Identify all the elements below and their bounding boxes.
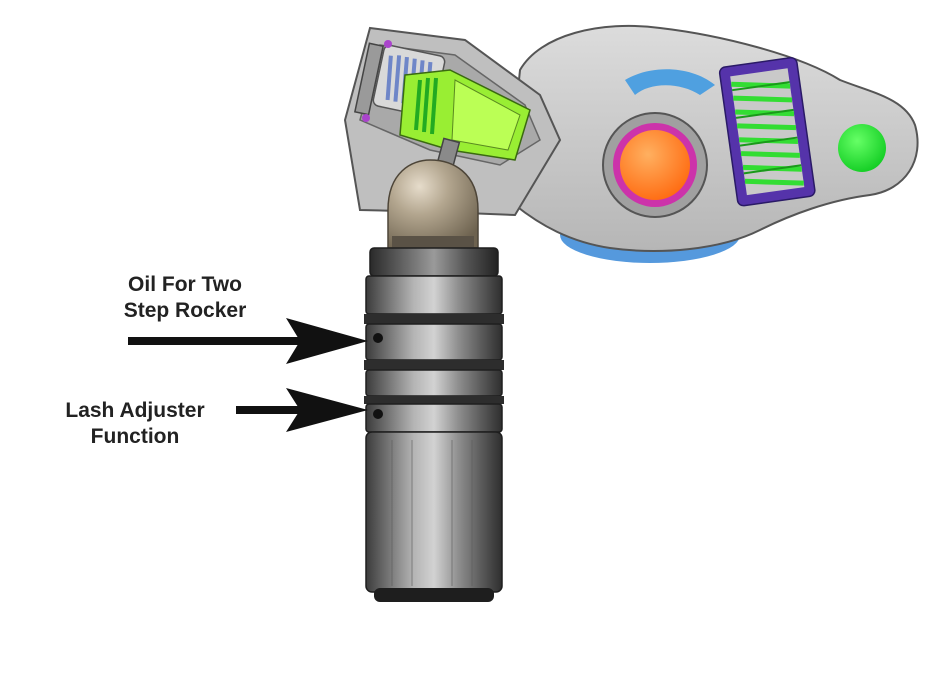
lash-adjuster [364,159,504,602]
lower-groove [364,396,504,404]
top-collar [369,247,499,277]
adjuster-lower-body [365,431,503,593]
lost-motion-spring [718,56,816,207]
rocker-arm [343,24,919,263]
latch-pin-green [399,69,531,161]
upper-band [365,275,503,315]
oil-hole-two-step [373,333,383,343]
arrow-right-icon [128,318,368,364]
latch-clip-top [384,40,392,48]
label-oil-line-2: Step Rocker [123,299,247,322]
upper-groove [364,314,504,324]
label-lash-adjuster-function: Lash Adjuster Function [40,398,230,450]
oil-band-upper [365,323,503,361]
valve-contact-green [838,124,886,172]
pivot-bore-top [625,69,715,95]
oil-hole-lash [373,409,383,419]
latch-cap [353,42,385,116]
latch-clip-bottom [362,114,370,122]
label-lash-line-1: Lash Adjuster [65,399,205,422]
arrow-right-icon [236,388,368,432]
mid-groove [364,360,504,370]
label-oil-line-1: Oil For Two [128,273,242,296]
label-oil-two-step-rocker: Oil For Two Step Rocker [100,272,270,324]
bottom-cap [374,588,494,602]
middle-band [365,369,503,397]
pivot-dome [387,159,479,249]
lash-band [365,403,503,433]
pivot-pin-orange [620,130,690,200]
label-lash-line-2: Function [90,425,180,448]
